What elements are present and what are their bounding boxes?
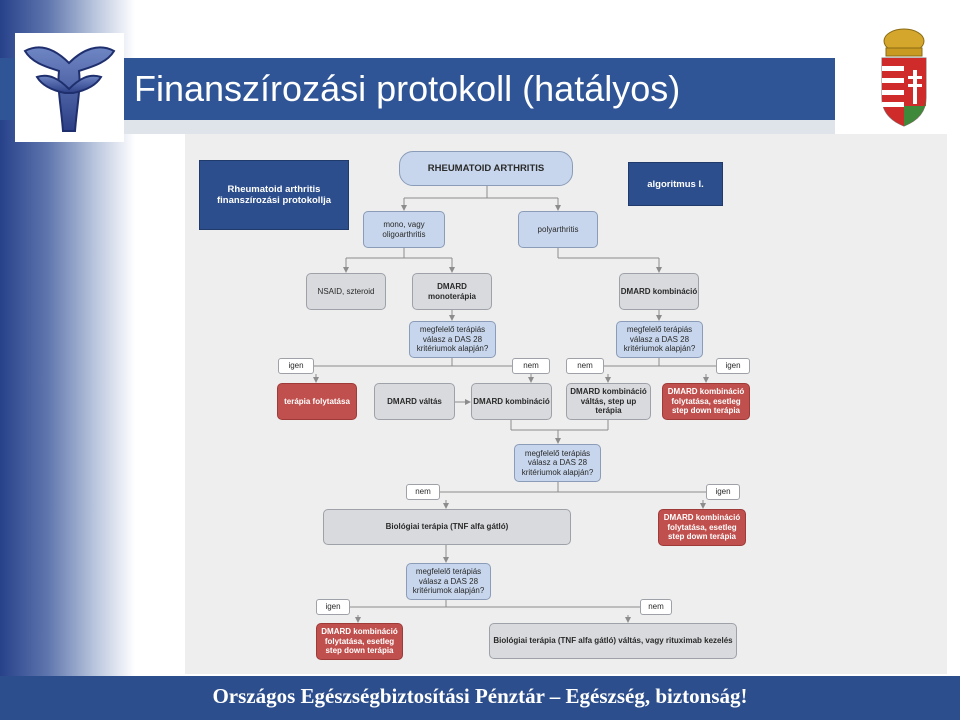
question-node-right: megfelelő terápiás válasz a DAS 28 krité… — [616, 321, 703, 358]
biologiai-terapia-valtas-node: Biológiai terápia (TNF alfa gátló) váltá… — [489, 623, 737, 659]
protocol-header-box: Rheumatoid arthritis finanszírozási prot… — [199, 160, 349, 230]
question-node-middle: megfelelő terápiás válasz a DAS 28 krité… — [514, 444, 601, 482]
answer-nem-label: nem — [566, 358, 604, 374]
hungarian-crest — [878, 26, 930, 128]
answer-igen-label: igen — [278, 358, 314, 374]
dmard-kombinacio-node-top: DMARD kombináció — [619, 273, 699, 310]
oep-logo-icon — [23, 46, 116, 132]
dmard-kombinacio-step-up-node: DMARD kombináció váltás, step up terápia — [566, 383, 651, 420]
dmard-kombinacio-folytatasa-node: DMARD kombináció folytatása, esetleg ste… — [658, 509, 746, 546]
footer-band — [0, 676, 960, 720]
dmard-valtas-node: DMARD váltás — [374, 383, 455, 420]
answer-igen-label: igen — [706, 484, 740, 500]
dmard-monoterapia-node: DMARD monoterápia — [412, 273, 492, 310]
nsaid-szteroid-node: NSAID, szteroid — [306, 273, 386, 310]
answer-igen-label: igen — [716, 358, 750, 374]
biologiai-terapia-node: Biológiai terápia (TNF alfa gátló) — [323, 509, 571, 545]
answer-nem-label: nem — [640, 599, 672, 615]
dmard-kombinacio-node: DMARD kombináció — [471, 383, 552, 420]
polyarthritis-node: polyarthritis — [518, 211, 598, 248]
mono-oligoarthritis-node: mono, vagy oligoarthritis — [363, 211, 445, 248]
root-node-rheumatoid-arthritis: RHEUMATOID ARTHRITIS — [399, 151, 573, 186]
page-title: Finanszírozási protokoll (hatályos) — [134, 68, 681, 109]
title-underline-strip — [124, 120, 835, 134]
answer-igen-label: igen — [316, 599, 350, 615]
answer-nem-label: nem — [406, 484, 440, 500]
hungarian-coat-of-arms-icon — [881, 28, 927, 127]
question-node-left: megfelelő terápiás válasz a DAS 28 krité… — [409, 321, 496, 358]
terapia-folytatasa-node: terápia folytatása — [277, 383, 357, 420]
footer-slogan: Országos Egészségbiztosítási Pénztár – E… — [212, 684, 748, 708]
dmard-kombinacio-folytatasa-node-bottom: DMARD kombináció folytatása, esetleg ste… — [316, 623, 403, 660]
oep-logo — [15, 33, 124, 142]
algorithm-label: algoritmus I. — [628, 162, 723, 206]
question-node-lower: megfelelő terápiás válasz a DAS 28 krité… — [406, 563, 491, 600]
title-band — [0, 58, 960, 120]
answer-nem-label: nem — [512, 358, 550, 374]
dmard-kombinacio-folytatasa-node: DMARD kombináció folytatása, esetleg ste… — [662, 383, 750, 420]
